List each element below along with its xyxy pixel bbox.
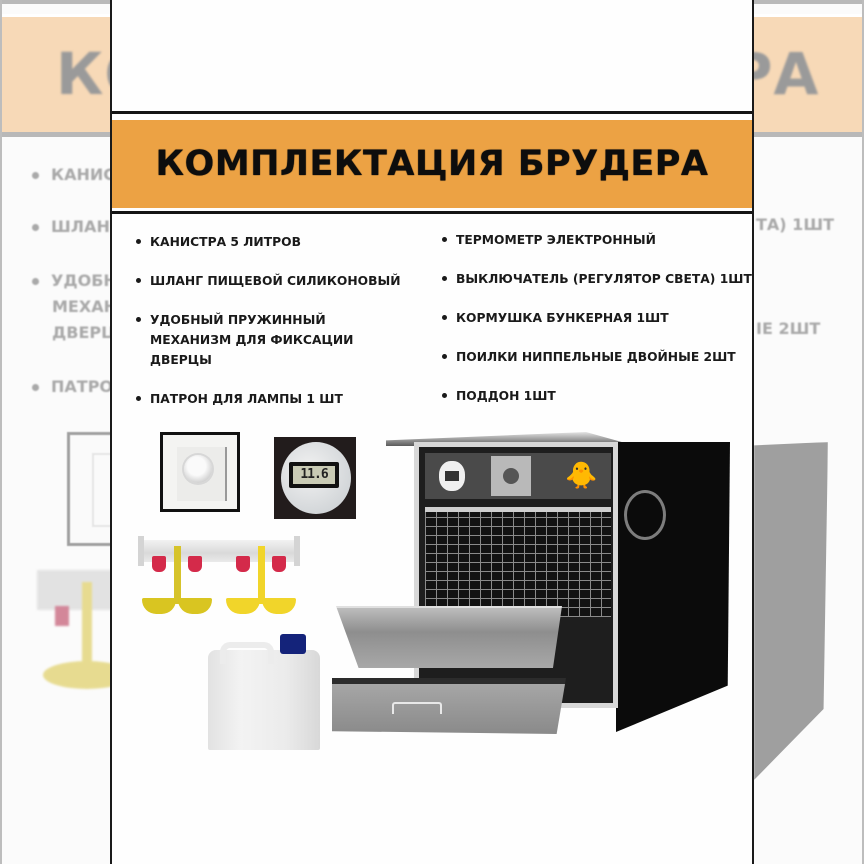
- canister-body: [208, 650, 320, 750]
- nipple-drinkers-image: [138, 536, 300, 628]
- drawer-handle-icon: [392, 702, 442, 714]
- drinker-stem: [258, 546, 265, 604]
- background-item: КАНИС: [32, 164, 110, 186]
- background-item: МЕХАН: [52, 297, 110, 316]
- tray-drawer: [332, 678, 566, 734]
- drinker-cup: [262, 598, 296, 614]
- thermometer-reading: 11.6: [293, 466, 335, 484]
- drinker-cup: [178, 598, 212, 614]
- thermometer-lcd: 11.6: [289, 462, 339, 488]
- drinker-cup: [142, 598, 176, 614]
- background-title-fragment: РА: [754, 40, 820, 108]
- drinker-cup: [226, 598, 260, 614]
- brooder-side-wall: [616, 442, 730, 732]
- list-item: ПОИЛКИ НИППЕЛЬНЫЕ ДВОЙНЫЕ 2ШТ: [442, 347, 742, 367]
- nipple-icon: [236, 556, 250, 572]
- list-item: ШЛАНГ ПИЩЕВОЙ СИЛИКОНОВЫЙ: [136, 271, 406, 291]
- nipple-icon: [272, 556, 286, 572]
- divider-top: [112, 111, 752, 114]
- list-item: ПОДДОН 1ШТ: [442, 386, 742, 406]
- chick-icon: 🐥: [565, 461, 598, 491]
- list-item: ПАТРОН ДЛЯ ЛАМПЫ 1 ШТ: [136, 389, 406, 409]
- pipe-end: [138, 536, 144, 566]
- background-left-blur: КО КАНИС ШЛАН УДОБН МЕХАН ДВЕРЦ ПАТРО: [0, 0, 110, 864]
- brooder-control-panel: 🐥: [425, 453, 611, 499]
- canister-handle: [220, 642, 274, 664]
- background-item: ШЛАН: [32, 216, 110, 238]
- list-item: ТЕРМОМЕТР ЭЛЕКТРОННЫЙ: [442, 230, 742, 250]
- bunker-feeder: [336, 606, 562, 668]
- background-item: ПАТРО: [32, 376, 110, 398]
- canister-cap: [280, 634, 306, 654]
- thermometer-image: 11.6: [274, 437, 356, 519]
- bullet-icon: [32, 278, 39, 285]
- title-band: КОМПЛЕКТАЦИЯ БРУДЕРА: [112, 120, 752, 208]
- contents-list-right: ТЕРМОМЕТР ЭЛЕКТРОННЫЙ ВЫКЛЮЧАТЕЛЬ (РЕГУЛ…: [442, 230, 752, 425]
- page-title: КОМПЛЕКТАЦИЯ БРУДЕРА: [155, 144, 709, 184]
- brooder-grill: [425, 507, 611, 617]
- dimmer-switch-image: [160, 432, 240, 512]
- list-item: ВЫКЛЮЧАТЕЛЬ (РЕГУЛЯТОР СВЕТА) 1ШТ: [442, 269, 752, 289]
- background-band: [754, 14, 862, 135]
- background-switch-image: [67, 432, 110, 546]
- background-item: УДОБН: [32, 270, 110, 292]
- background-brooder-image: [754, 442, 828, 780]
- canister-image: [200, 634, 322, 750]
- background-top-bar: [754, 0, 862, 4]
- background-item: ТА) 1ШТ: [756, 215, 834, 234]
- nipple-icon: [188, 556, 202, 572]
- background-item: ІЕ 2ШТ: [756, 319, 821, 338]
- bullet-icon: [32, 384, 39, 391]
- list-item: УДОБНЫЙ ПРУЖИННЫЙ МЕХАНИЗМ ДЛЯ ФИКСАЦИИ …: [136, 310, 360, 370]
- dimmer-knob-icon: [184, 455, 212, 483]
- drinker-stem: [174, 546, 181, 604]
- background-title-fragment: КО: [56, 40, 110, 108]
- dimmer-icon: [491, 456, 531, 496]
- divider-bottom: [112, 211, 752, 214]
- bullet-icon: [32, 224, 39, 231]
- background-right-blur: РА ТА) 1ШТ ІЕ 2ШТ: [754, 0, 864, 864]
- hose-coil-icon: [624, 490, 666, 540]
- background-top-bar: [2, 0, 110, 4]
- brooder-front: 🐥: [414, 442, 618, 708]
- brooder-image: 🐥: [332, 428, 742, 740]
- background-band: [2, 14, 110, 135]
- pipe-end: [294, 536, 300, 566]
- nipple-icon: [152, 556, 166, 572]
- bullet-icon: [32, 172, 39, 179]
- thermometer-icon: [439, 461, 465, 491]
- list-item: КОРМУШКА БУНКЕРНАЯ 1ШТ: [442, 308, 742, 328]
- background-item: ДВЕРЦ: [52, 323, 110, 342]
- background-band-line: [2, 132, 110, 137]
- background-drinker-image: [37, 570, 110, 689]
- main-panel: КОМПЛЕКТАЦИЯ БРУДЕРА КАНИСТРА 5 ЛИТРОВ Ш…: [110, 0, 754, 864]
- contents-list-left: КАНИСТРА 5 ЛИТРОВ ШЛАНГ ПИЩЕВОЙ СИЛИКОНО…: [136, 232, 406, 428]
- list-item: КАНИСТРА 5 ЛИТРОВ: [136, 232, 406, 252]
- background-band-line: [754, 132, 862, 137]
